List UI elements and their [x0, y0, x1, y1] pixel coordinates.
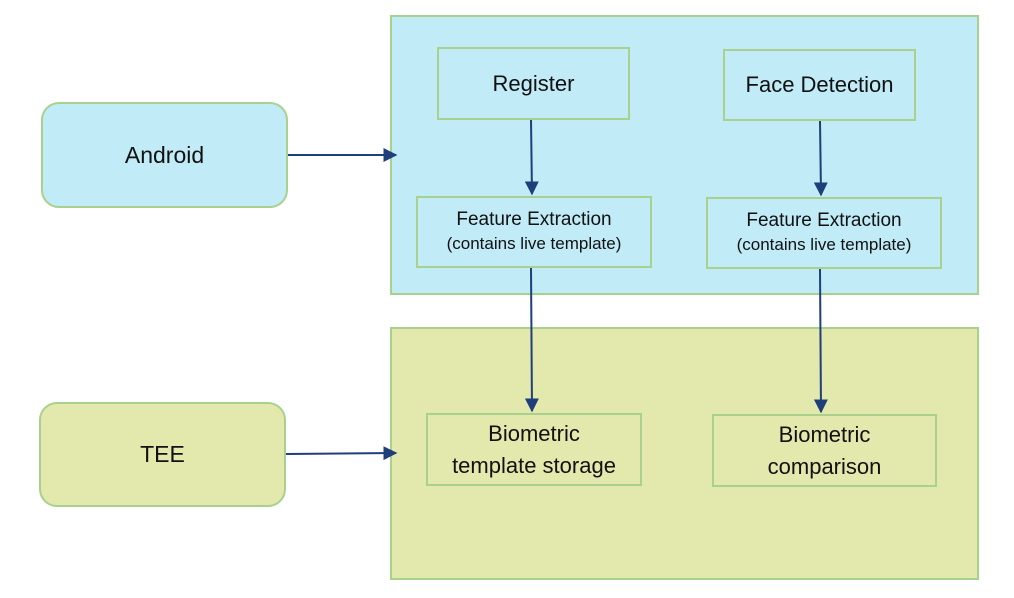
template-storage-box: Biometric template storage	[426, 413, 642, 486]
comparison-box: Biometric comparison	[712, 414, 937, 487]
android-label: Android	[124, 141, 205, 168]
comparison-line1: Biometric	[778, 421, 871, 447]
feature-extraction-right-box: Feature Extraction (contains live templa…	[706, 197, 942, 269]
feature-extraction-right-title: Feature Extraction	[746, 210, 902, 231]
face-detection-label: Face Detection	[745, 72, 894, 97]
tee-to-region-arrow	[285, 446, 398, 461]
comparison-line2: comparison	[767, 453, 882, 479]
android-region	[390, 15, 979, 295]
android-node: Android	[41, 102, 288, 208]
template-storage-line2: template storage	[452, 452, 616, 478]
template-storage-line1: Biometric	[488, 420, 580, 446]
tee-label: TEE	[140, 441, 185, 467]
feature-extraction-left-box: Feature Extraction (contains live templa…	[416, 196, 652, 268]
feature-extraction-left-title: Feature Extraction	[456, 209, 612, 230]
register-box: Register	[437, 47, 630, 120]
tee-node: TEE	[39, 402, 286, 507]
feature-extraction-left-note: (contains live template)	[446, 234, 622, 253]
feature-extraction-right-note: (contains live template)	[736, 235, 912, 254]
face-detection-box: Face Detection	[723, 49, 916, 121]
tee-region	[390, 327, 979, 580]
register-label: Register	[492, 70, 575, 96]
